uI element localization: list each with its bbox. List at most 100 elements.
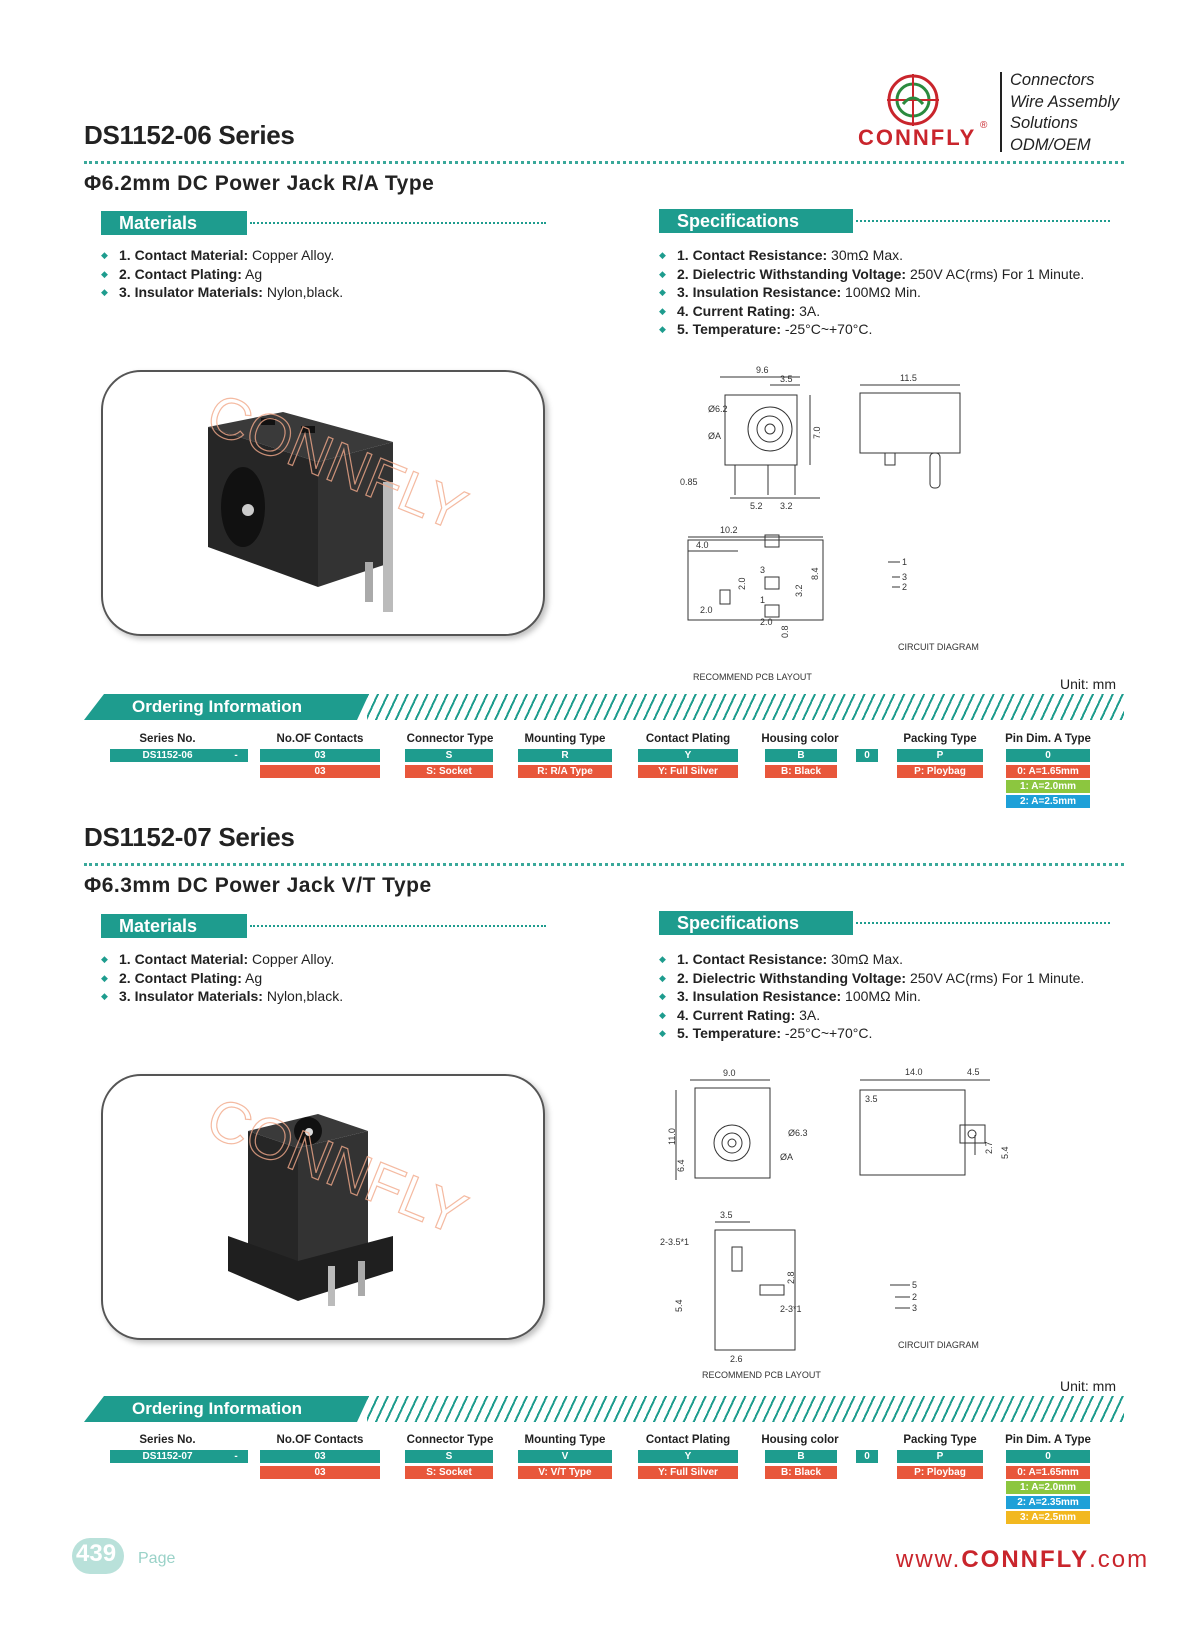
unit-label-2: Unit: mm (1060, 1378, 1116, 1394)
housing-desc: B: Black (765, 765, 837, 778)
pin-option: 1: A=2.0mm (1006, 1481, 1090, 1494)
svg-text:3: 3 (912, 1303, 917, 1313)
product-subtitle-1: Φ6.2mm DC Power Jack R/A Type (84, 172, 435, 195)
spec-item: 3. Insulation Resistance: 100MΩ Min. (659, 987, 1084, 1006)
website-url: www.CONNFLY.com (896, 1546, 1150, 1573)
page-number-badge (72, 1538, 124, 1574)
contacts-desc: 03 (260, 1466, 380, 1479)
ordering-hatch-1 (367, 694, 1124, 720)
svg-text:2: 2 (902, 582, 907, 592)
ordering-tab-2: Ordering Information (84, 1396, 369, 1422)
svg-text:3.5: 3.5 (720, 1210, 733, 1220)
page-number: 439 (76, 1540, 117, 1567)
series-title-1: DS1152-06 Series (84, 120, 295, 150)
ordering-bar-1: Ordering Information (84, 694, 1124, 724)
spec-item: 4. Current Rating: 3A. (659, 302, 1084, 321)
dash-cell: - (224, 749, 248, 762)
spec-tab-1: Specifications (659, 209, 853, 233)
plating-desc: Y: Full Silver (638, 1466, 738, 1479)
connector-desc: S: Socket (405, 1466, 493, 1479)
svg-text:2-3.5*1: 2-3.5*1 (660, 1237, 689, 1247)
pin-header: Pin Dim. A Type (1005, 733, 1091, 745)
svg-text:9.0: 9.0 (723, 1068, 736, 1078)
unit-label-1: Unit: mm (1060, 676, 1116, 692)
pin-option: 3: A=2.5mm (1006, 1511, 1090, 1524)
spec-item: 2. Dielectric Withstanding Voltage: 250V… (659, 265, 1084, 284)
spec-item: 5. Temperature: -25°C~+70°C. (659, 1024, 1084, 1043)
series-header: Series No. (139, 733, 196, 745)
svg-text:5.2: 5.2 (750, 501, 763, 511)
series-no-cell: DS1152-06 (110, 749, 225, 762)
spec-item: 1. Contact Resistance: 30mΩ Max. (659, 950, 1084, 969)
tagline-2: Wire Assembly (1010, 92, 1120, 111)
svg-text:2.0: 2.0 (760, 617, 773, 627)
svg-text:8.4: 8.4 (810, 567, 820, 580)
circuit-label-2: CIRCUIT DIAGRAM (898, 1340, 979, 1350)
plating-code: Y (638, 749, 738, 762)
connector-desc: S: Socket (405, 765, 493, 778)
spec-dots-2 (856, 922, 1110, 924)
svg-text:10.2: 10.2 (720, 525, 738, 535)
packing-code: P (897, 749, 983, 762)
connector-header: Connector Type (406, 733, 494, 745)
housing-header: Housing color (761, 1434, 839, 1446)
section-divider-1 (84, 161, 1124, 164)
svg-text:3.2: 3.2 (780, 501, 793, 511)
ordering-tab-1: Ordering Information (84, 694, 369, 720)
material-item: 2. Contact Plating: Ag (101, 265, 343, 284)
product-photo-1: CONNFLY (101, 370, 545, 636)
svg-text:Ø6.3: Ø6.3 (788, 1128, 808, 1138)
header-divider (1000, 72, 1002, 152)
contacts-desc: 03 (260, 765, 380, 778)
pin-option: 1: A=2.0mm (1006, 780, 1090, 793)
spec-dots-1 (856, 220, 1110, 222)
spec-item: 5. Temperature: -25°C~+70°C. (659, 320, 1084, 339)
svg-text:7.0: 7.0 (812, 426, 822, 439)
mounting-code: V (518, 1450, 612, 1463)
mounting-header: Mounting Type (524, 1434, 606, 1446)
mounting-desc: R: R/A Type (518, 765, 612, 778)
pin-code: 0 (1006, 1450, 1090, 1463)
spec-list-2: 1. Contact Resistance: 30mΩ Max. 2. Diel… (659, 950, 1084, 1043)
svg-text:2: 2 (912, 1292, 917, 1302)
contacts-header: No.OF Contacts (276, 1434, 364, 1446)
connector-code: S (405, 1450, 493, 1463)
materials-list-1: 1. Contact Material: Copper Alloy. 2. Co… (101, 246, 343, 302)
section-divider-2 (84, 863, 1124, 866)
zero-cell: 0 (856, 1450, 878, 1463)
pcb-layout-label-1: RECOMMEND PCB LAYOUT (693, 672, 812, 682)
svg-text:2-3*1: 2-3*1 (780, 1304, 802, 1314)
connector-code: S (405, 749, 493, 762)
svg-text:5.4: 5.4 (1000, 1146, 1010, 1159)
svg-text:3: 3 (760, 565, 765, 575)
mounting-desc: V: V/T Type (518, 1466, 612, 1479)
svg-text:2.0: 2.0 (737, 577, 747, 590)
pin-code: 0 (1006, 749, 1090, 762)
packing-header: Packing Type (903, 733, 977, 745)
packing-desc: P: Ploybag (897, 765, 983, 778)
mounting-code: R (518, 749, 612, 762)
spec-item: 4. Current Rating: 3A. (659, 1006, 1084, 1025)
contacts-header: No.OF Contacts (276, 733, 364, 745)
ordering-hatch-2 (367, 1396, 1124, 1422)
material-item: 2. Contact Plating: Ag (101, 969, 343, 988)
spec-tab-2: Specifications (659, 911, 853, 935)
material-item: 1. Contact Material: Copper Alloy. (101, 246, 343, 265)
header-tagline: Connectors Wire Assembly Solutions ODM/O… (1010, 70, 1119, 156)
contacts-code: 03 (260, 1450, 380, 1463)
contacts-code: 03 (260, 749, 380, 762)
series-no-cell: DS1152-07 (110, 1450, 225, 1463)
dash-cell: - (224, 1450, 248, 1463)
pin-option: 0: A=1.65mm (1006, 1466, 1090, 1479)
svg-text:1: 1 (760, 595, 765, 605)
ordering-table-1: Series No. DS1152-06 - No.OF Contacts 03… (0, 733, 1200, 813)
product-photo-2: CONNFLY (101, 1074, 545, 1340)
svg-text:Ø6.2: Ø6.2 (708, 404, 728, 414)
pin-option: 2: A=2.35mm (1006, 1496, 1090, 1509)
pin-option: 2: A=2.5mm (1006, 795, 1090, 808)
header-logo: CONNFLY ® (858, 70, 993, 155)
dc-jack-vt-image: CONNFLY (198, 1084, 476, 1306)
series-header: Series No. (139, 1434, 196, 1446)
materials-tab-1: Materials (101, 211, 247, 235)
svg-text:2.6: 2.6 (730, 1354, 743, 1364)
